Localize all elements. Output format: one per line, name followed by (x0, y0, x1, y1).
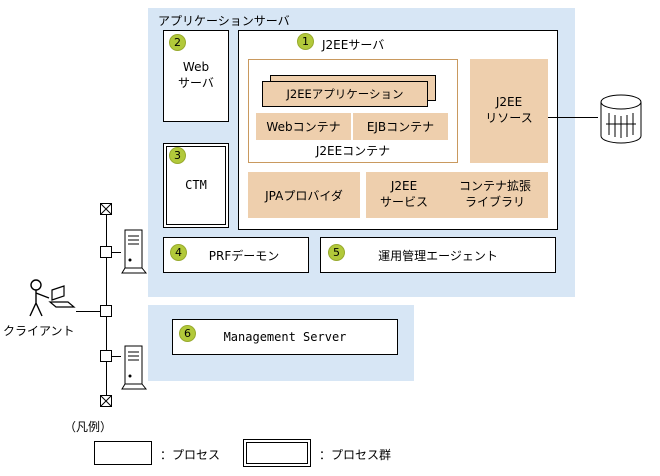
app-server-title: アプリケーションサーバ (158, 14, 290, 28)
server-tower-icon-1 (119, 227, 149, 275)
legend-process-group-label: ：プロセス群 (319, 448, 392, 462)
server2-connector-line (112, 356, 121, 357)
j2ee-container-label: J2EEコンテナ (315, 144, 391, 158)
person-at-computer-icon (22, 276, 80, 320)
prf-daemon-box: PRFデーモン (163, 237, 309, 273)
server1-connector-line (112, 252, 121, 253)
network-node-1 (100, 246, 112, 258)
step-badge-3: 3 (169, 147, 186, 164)
j2ee-server-title: J2EEサーバ (322, 38, 385, 52)
j2ee-service-box: J2EE サービス (366, 172, 442, 218)
ctm-label: CTM (185, 178, 207, 192)
step-badge-5: 5 (328, 244, 345, 261)
step-badge-6: 6 (179, 325, 196, 342)
step-badge-2: 2 (169, 34, 186, 51)
legend-process-group-inner-border (246, 442, 308, 464)
legend-process-group-box (243, 439, 311, 467)
network-node-2 (100, 305, 112, 317)
database-connector-line (548, 117, 598, 118)
j2ee-resource-box: J2EE リソース (470, 59, 548, 163)
database-cylinder-icon (598, 92, 644, 146)
legend-process-label: ：プロセス (160, 448, 221, 462)
step-badge-1: 1 (297, 33, 314, 50)
step-badge-4: 4 (170, 244, 187, 261)
jpa-provider-box: JPAプロバイダ (248, 172, 360, 218)
web-container-box: Webコンテナ (256, 113, 351, 140)
j2ee-application-box: J2EEアプリケーション (262, 81, 428, 107)
legend-process-box (94, 441, 152, 465)
ejb-container-box: EJBコンテナ (353, 113, 448, 140)
management-agent-box: 運用管理エージェント (320, 237, 556, 273)
client-connector-line (76, 311, 102, 312)
client-label: クライアント (3, 324, 75, 338)
network-node-3 (100, 350, 112, 362)
container-extension-library-box: コンテナ拡張 ライブラリ (442, 172, 548, 218)
server-tower-icon-2 (119, 343, 149, 391)
terminator-x-icon-bottom (100, 395, 112, 407)
legend-title: （凡例） (64, 420, 113, 434)
management-server-box: Management Server (172, 319, 398, 355)
terminator-x-icon-top (100, 203, 112, 215)
web-server-label: Web サーバ (178, 60, 214, 90)
